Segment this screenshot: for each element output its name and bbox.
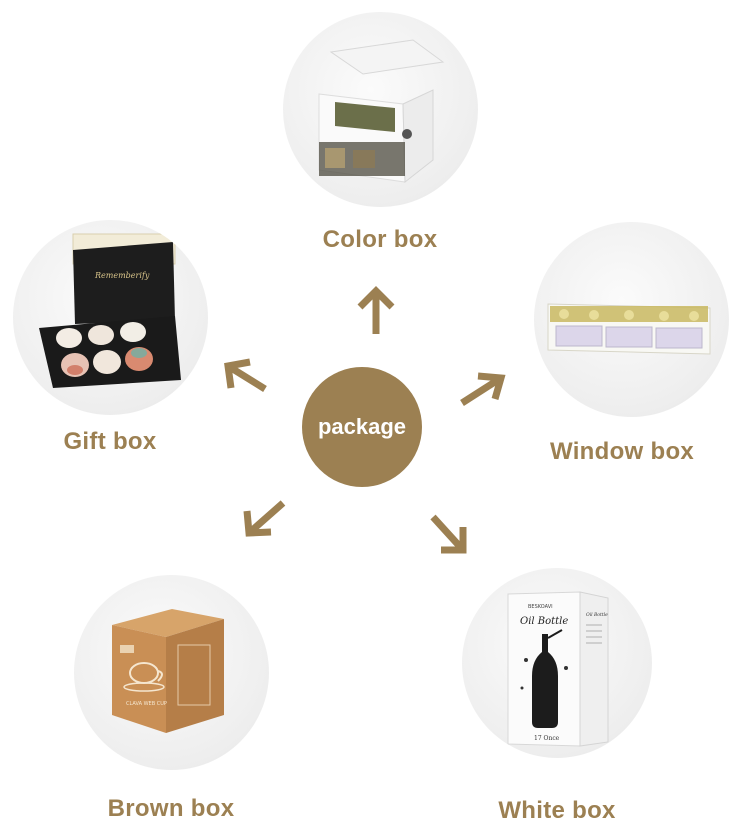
white-box-volume: 17 Once <box>534 735 560 742</box>
arrow-down-right-icon <box>430 514 467 554</box>
brown-box-print: CLAVA WEB CUP <box>126 701 167 707</box>
white-box-side-title: Oil Bottle <box>586 612 608 618</box>
arrow-up-icon <box>357 286 395 334</box>
gift-box-label: Gift box <box>63 428 157 455</box>
window-box-icon <box>547 303 711 355</box>
white-box-title: Oil Bottle <box>520 616 568 627</box>
brown-box-label: Brown box <box>107 795 235 822</box>
package-label: package <box>317 414 407 439</box>
kraft-box-icon: CLAVA WEB CUP <box>112 609 224 733</box>
arrow-up-left-icon <box>224 358 267 392</box>
oil-bottle-box-icon: BESKOAVI Oil Bottle 17 Once Oil Bottle <box>507 591 609 747</box>
gift-lid-text: Rememberify <box>94 271 150 280</box>
open-color-box-icon <box>318 39 445 184</box>
color-box-label: Color box <box>322 226 438 253</box>
color-box-photo <box>283 12 478 207</box>
gift-box-icon: Rememberify <box>39 233 181 388</box>
white-box-brand: BESKOAVI <box>528 604 553 610</box>
white-box-label: White box <box>498 797 616 824</box>
window-box-label: Window box <box>549 438 695 465</box>
brown-box-photo: CLAVA WEB CUP <box>74 575 269 770</box>
gift-box-photo: Rememberify <box>13 220 208 415</box>
window-box-photo <box>534 222 729 417</box>
arrow-down-left-icon <box>243 500 286 537</box>
package-center-circle: package <box>302 367 422 487</box>
arrow-up-right-icon <box>460 372 506 406</box>
white-box-photo: BESKOAVI Oil Bottle 17 Once Oil Bottle <box>462 568 652 758</box>
